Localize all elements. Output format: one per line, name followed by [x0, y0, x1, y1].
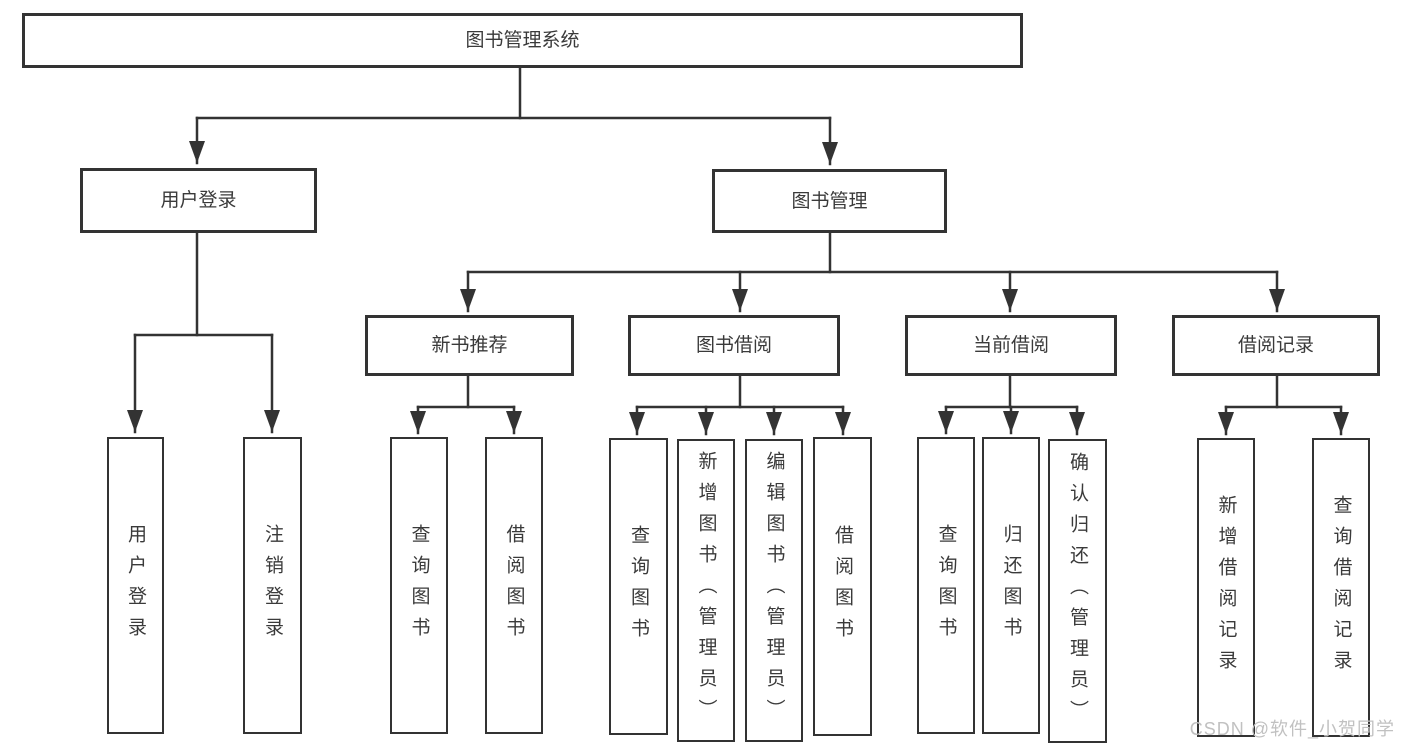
node-leaf-query-borrow-record: 查询借阅记录 [1312, 438, 1370, 737]
node-new-book-recommend: 新书推荐 [365, 315, 574, 376]
node-label: 归还图书 [1000, 523, 1022, 648]
node-leaf-borrow-books: 借阅图书 [485, 437, 543, 734]
node-leaf-query-books: 查询图书 [609, 438, 668, 735]
node-label: 编辑图书（管理员） [763, 451, 785, 730]
node-leaf-logout: 注销登录 [243, 437, 302, 734]
node-label: 图书管理 [791, 190, 868, 212]
node-leaf-edit-books-admin: 编辑图书（管理员） [745, 439, 803, 742]
node-label: 借阅图书 [832, 524, 853, 649]
node-leaf-add-books-admin: 新增图书（管理员） [677, 439, 735, 742]
node-leaf-borrow-books: 借阅图书 [813, 437, 872, 736]
node-user-login: 用户登录 [80, 168, 317, 233]
node-label: 新增图书（管理员） [695, 451, 717, 730]
node-label: 用户登录 [160, 190, 237, 211]
node-leaf-add-borrow-record: 新增借阅记录 [1197, 438, 1255, 737]
node-leaf-return-books: 归还图书 [982, 437, 1040, 734]
node-book-borrowing: 图书借阅 [628, 315, 840, 376]
node-label: 图书借阅 [695, 335, 772, 356]
node-label: 注销登录 [262, 523, 283, 648]
node-label: 新书推荐 [431, 335, 508, 356]
node-book-management: 图书管理 [712, 169, 947, 233]
node-label: 查询图书 [935, 523, 957, 648]
node-label: 借阅记录 [1237, 335, 1314, 356]
node-leaf-user-login: 用户登录 [107, 437, 164, 734]
node-label: 查询图书 [628, 524, 649, 649]
node-borrowing-records: 借阅记录 [1172, 315, 1380, 376]
node-current-borrowing: 当前借阅 [905, 315, 1117, 376]
node-leaf-query-books: 查询图书 [390, 437, 448, 734]
csdn-watermark: CSDN @软件_小贺同学 [1189, 719, 1395, 739]
node-leaf-confirm-return-admin: 确认归还（管理员） [1048, 439, 1107, 743]
node-label: 确认归还（管理员） [1067, 451, 1088, 731]
node-label: 新增借阅记录 [1215, 494, 1237, 681]
node-label: 用户登录 [125, 523, 146, 648]
node-label: 图书管理系统 [465, 30, 580, 51]
node-root-system: 图书管理系统 [22, 13, 1023, 68]
node-label: 查询借阅记录 [1330, 494, 1352, 681]
node-leaf-query-books: 查询图书 [917, 437, 975, 734]
node-label: 当前借阅 [972, 335, 1049, 356]
node-label: 查询图书 [408, 523, 430, 648]
node-label: 借阅图书 [503, 523, 525, 648]
